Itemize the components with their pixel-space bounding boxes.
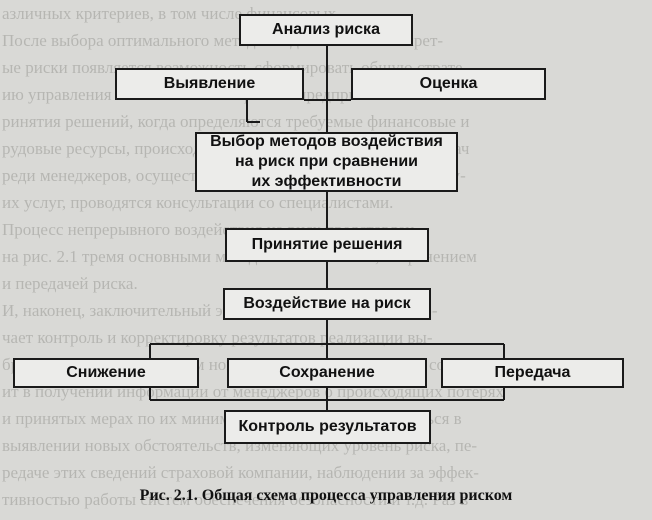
box-results-control: Контроль результатов [224,410,431,444]
box-identification-label: Выявление [163,75,256,92]
box-reduction-label: Снижение [66,364,146,381]
box-identification: Выявление [115,68,304,100]
box-risk-impact: Воздействие на риск [223,288,431,320]
box-risk-analysis-label: Анализ риска [272,21,380,38]
figure-caption: Рис. 2.1. Общая схема процесса управлени… [139,487,513,504]
box-reduction: Снижение [13,358,199,388]
box-risk-analysis: Анализ риска [239,14,413,46]
box-method-selection: Выбор методов воздействия на риск при ср… [195,132,458,192]
box-assessment-label: Оценка [419,75,478,92]
box-decision-label: Принятие решения [251,236,403,253]
box-method-selection-line-2: на риск при сравнении [235,153,418,170]
box-retention-label: Сохранение [279,364,375,381]
bleed-line: несколько лет следует проверять эффектив… [0,513,652,520]
box-results-control-label: Контроль результатов [238,418,417,435]
bleed-line: чает контроль и корректировку результато… [2,328,433,347]
box-transfer-label: Передача [494,364,571,381]
box-assessment: Оценка [351,68,546,100]
bleed-line: их услуг, проводятся консультации со спе… [2,193,394,212]
box-retention: Сохранение [227,358,427,388]
box-decision: Принятие решения [225,228,429,262]
box-method-selection-line-3: их эффективности [251,173,402,190]
bleed-line: редаче этих сведений страховой компании,… [2,463,479,482]
box-method-selection-line-1: Выбор методов воздействия [210,133,443,150]
bleed-line: ринятия решений, когда определяются треб… [2,112,470,131]
bleed-line: тивностью работы систем обеспечения безо… [2,490,469,509]
box-transfer: Передача [441,358,624,388]
bleed-line: и передачей риска. [2,274,138,293]
box-risk-impact-label: Воздействие на риск [243,295,411,312]
